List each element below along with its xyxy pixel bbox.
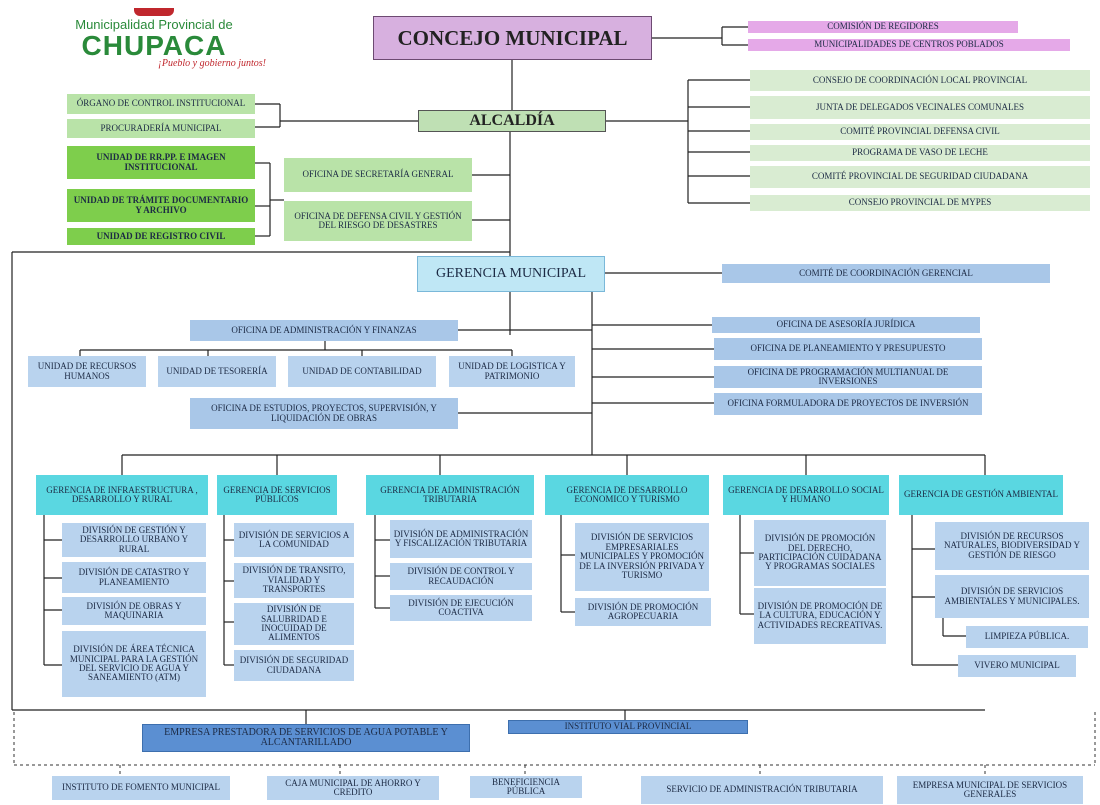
planeamiento-box: OFICINA DE PLANEAMIENTO Y PRESUPUESTO [714, 338, 982, 360]
gerencia-administracion-tributaria-box: GERENCIA DE ADMINISTRACIÓN TRIBUTARIA [366, 475, 534, 515]
division-box: DIVISIÓN DE SEGURIDAD CIUDADANA [234, 650, 354, 681]
division-box: VIVERO MUNICIPAL [958, 655, 1076, 677]
gerencia-desarrollo-social-box: GERENCIA DE DESARROLLO SOCIAL Y HUMANO [723, 475, 889, 515]
instituto-fomento-box: INSTITUTO DE FOMENTO MUNICIPAL [52, 776, 230, 800]
division-box: DIVISIÓN DE ÁREA TÉCNICA MUNICIPAL PARA … [62, 631, 206, 697]
gerencia-servicios-publicos-box: GERENCIA DE SERVICIOS PÚBLICOS [217, 475, 337, 515]
consejo-coordinacion-box: CONSEJO DE COORDINACIÓN LOCAL PROVINCIAL [750, 70, 1090, 91]
unidad-logistica-box: UNIDAD DE LOGISTICA Y PATRIMONIO [449, 356, 575, 387]
unidad-contabilidad-box: UNIDAD DE CONTABILIDAD [288, 356, 436, 387]
division-box: DIVISIÓN DE SALUBRIDAD E INOCUIDAD DE AL… [234, 603, 354, 645]
logo-slogan: ¡Pueblo y gobierno juntos! [157, 58, 266, 69]
procuraderia-box: PROCURADERÍA MUNICIPAL [67, 119, 255, 138]
unidad-rrpp-box: UNIDAD DE RR.PP. E IMAGEN INSTITUCIONAL [67, 146, 255, 179]
division-box: DIVISIÓN DE PROMOCIÓN DEL DERECHO, PARTI… [754, 520, 886, 586]
empresa-servicios-generales-box: EMPRESA MUNICIPAL DE SERVICIOS GENERALES [897, 776, 1083, 804]
comite-defensa-civil-box: COMITÉ PROVINCIAL DEFENSA CIVIL [750, 124, 1090, 140]
division-box: DIVISIÓN DE SERVICIOS AMBIENTALES Y MUNI… [935, 575, 1089, 618]
gerencia-infraestructura-box: GERENCIA DE INFRAESTRUCTURA , DESARROLLO… [36, 475, 208, 515]
beneficiencia-box: BENEFICIENCIA PÚBLICA [470, 776, 582, 798]
unidad-tramite-box: UNIDAD DE TRÁMITE DOCUMENTARIO Y ARCHIVO [67, 189, 255, 222]
division-box: DIVISIÓN DE SERVICIOS EMPRESARIALES MUNI… [575, 523, 709, 591]
instituto-vial-box: INSTITUTO VIAL PROVINCIAL [508, 720, 748, 734]
vaso-leche-box: PROGRAMA DE VASO DE LECHE [750, 145, 1090, 161]
division-box: DIVISIÓN DE PROMOCIÓN AGROPECUARIA [575, 598, 711, 626]
seguridad-ciudadana-box: COMITÉ PROVINCIAL DE SEGURIDAD CIUDADANA [750, 166, 1090, 188]
unidad-registro-box: UNIDAD DE REGISTRO CIVIL [67, 228, 255, 245]
division-box: DIVISIÓN DE CATASTRO Y PLANEAMIENTO [62, 562, 206, 593]
gerencia-desarrollo-economico-box: GERENCIA DE DESARROLLO ECONOMICO Y TURIS… [545, 475, 709, 515]
junta-delegados-box: JUNTA DE DELEGADOS VECINALES COMUNALES [750, 96, 1090, 119]
defensa-civil-box: OFICINA DE DEFENSA CIVIL Y GESTIÓN DEL R… [284, 201, 472, 241]
division-box: DIVISIÓN DE EJECUCIÓN COACTIVA [390, 595, 532, 621]
division-box: LIMPIEZA PÚBLICA. [966, 626, 1088, 648]
logo-emblem [134, 8, 174, 16]
division-box: DIVISIÓN DE OBRAS Y MAQUINARIA [62, 597, 206, 625]
division-box: DIVISIÓN DE RECURSOS NATURALES, BIODIVER… [935, 522, 1089, 570]
oficina-estudios-box: OFICINA DE ESTUDIOS, PROYECTOS, SUPERVIS… [190, 398, 458, 429]
consejo-mypes-box: CONSEJO PROVINCIAL DE MYPES [750, 195, 1090, 211]
empresa-agua-box: EMPRESA PRESTADORA DE SERVICIOS DE AGUA … [142, 724, 470, 752]
alcaldia-box: ALCALDÍA [418, 110, 606, 132]
division-box: DIVISIÓN DE ADMINISTRACIÓN Y FISCALIZACI… [390, 520, 532, 558]
gerencia-gestion-ambiental-box: GERENCIA DE GESTIÓN AMBIENTAL [899, 475, 1063, 515]
logo: Municipalidad Provincial de CHUPACA ¡Pue… [34, 8, 274, 69]
division-box: DIVISIÓN DE SERVICIOS A LA COMUNIDAD [234, 523, 354, 557]
division-box: DIVISIÓN DE GESTIÓN Y DESARROLLO URBANO … [62, 523, 206, 557]
concejo-municipal-box: CONCEJO MUNICIPAL [373, 16, 652, 60]
oficina-formuladora-box: OFICINA FORMULADORA DE PROYECTOS DE INVE… [714, 393, 982, 415]
division-box: DIVISIÓN DE PROMOCIÓN DE LA CULTURA, EDU… [754, 588, 886, 644]
organo-control-box: ÓRGANO DE CONTROL INSTITUCIONAL [67, 94, 255, 114]
unidad-rrhh-box: UNIDAD DE RECURSOS HUMANOS [28, 356, 146, 387]
division-box: DIVISIÓN DE TRANSITO, VIALIDAD Y TRANSPO… [234, 563, 354, 598]
unidad-tesoreria-box: UNIDAD DE TESORERÍA [158, 356, 276, 387]
comite-coordinacion-gerencial-box: COMITÉ DE COORDINACIÓN GERENCIAL [722, 264, 1050, 283]
oficina-administracion-box: OFICINA DE ADMINISTRACIÓN Y FINANZAS [190, 320, 458, 341]
caja-municipal-box: CAJA MUNICIPAL DE AHORRO Y CREDITO [267, 776, 439, 800]
asesoria-juridica-box: OFICINA DE ASESORÍA JURÍDICA [712, 317, 980, 333]
servicio-administracion-box: SERVICIO DE ADMINISTRACIÓN TRIBUTARIA [641, 776, 883, 804]
secretaria-general-box: OFICINA DE SECRETARÍA GENERAL [284, 158, 472, 192]
logo-line1: Municipalidad Provincial de [75, 17, 233, 32]
programacion-multianual-box: OFICINA DE PROGRAMACIÓN MULTIANUAL DE IN… [714, 366, 982, 388]
division-box: DIVISIÓN DE CONTROL Y RECAUDACIÓN [390, 563, 532, 590]
gerencia-municipal-box: GERENCIA MUNICIPAL [417, 256, 605, 292]
comision-regidores-box: COMISIÓN DE REGIDORES [748, 21, 1018, 33]
municipalidades-centros-box: MUNICIPALIDADES DE CENTROS POBLADOS [748, 39, 1070, 51]
logo-wordmark: CHUPACA [81, 30, 227, 61]
